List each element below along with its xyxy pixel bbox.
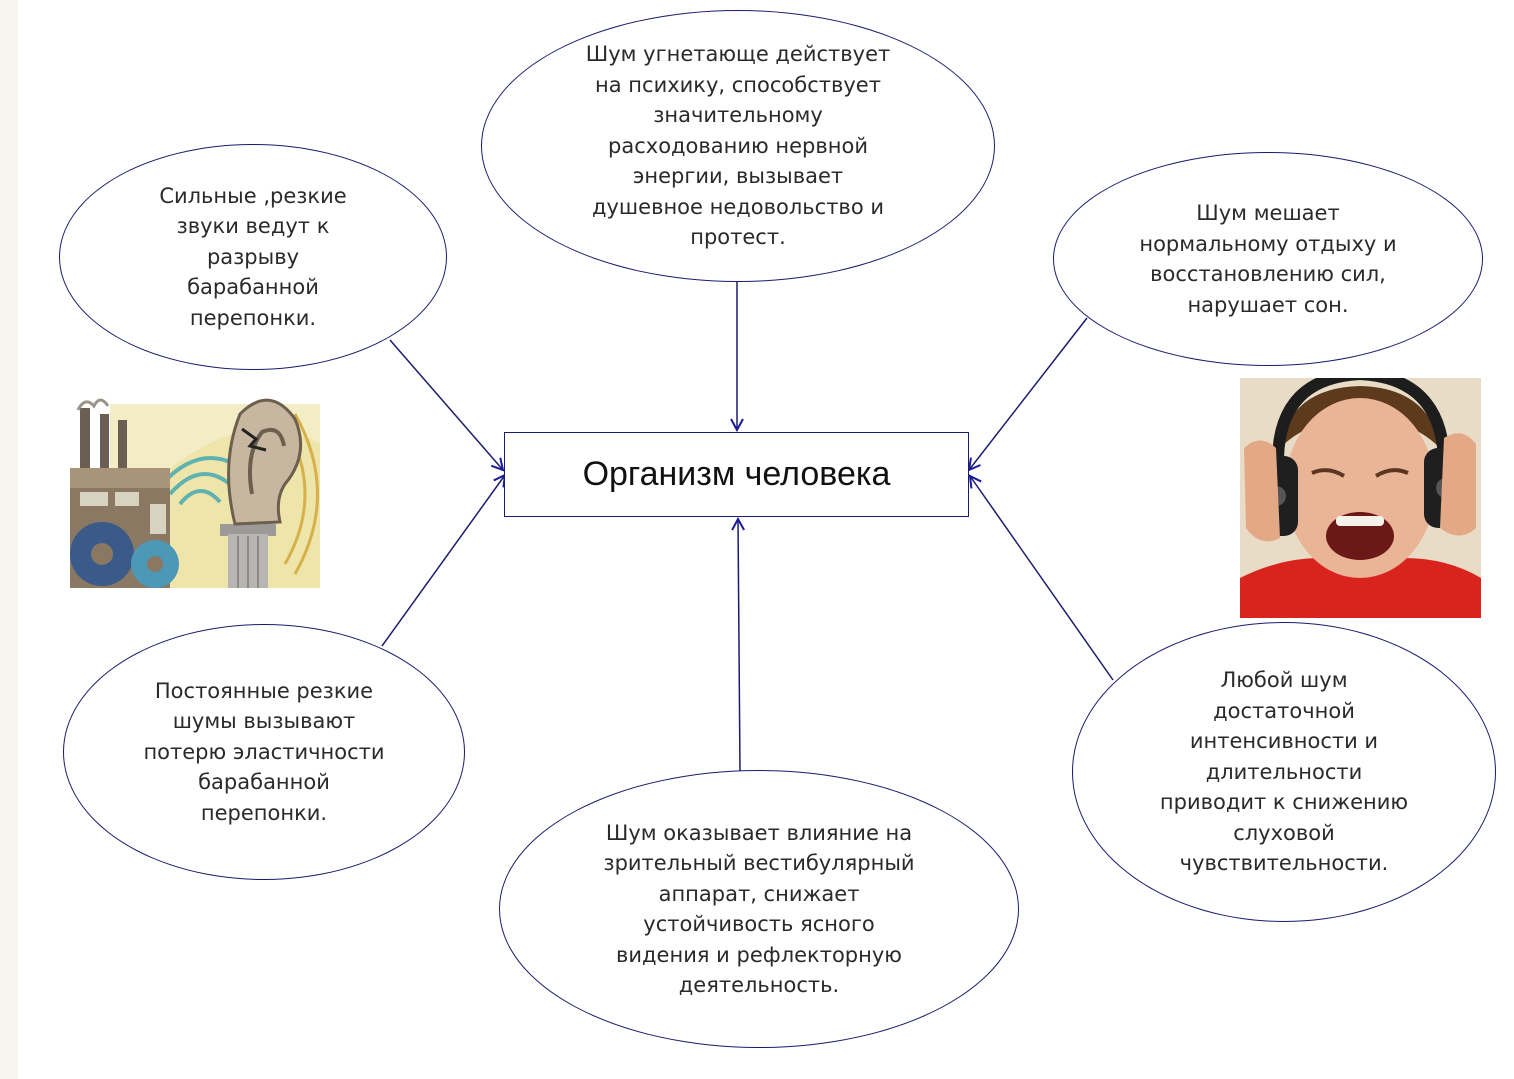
effect-text-top: Шум угнетающе действует на психику, спос… [585,42,891,250]
effect-text-lower-right: Любой шум достаточной интенсивности и дл… [1159,668,1409,876]
effect-node-bottom: Шум оказывает влияние на зрительный вест… [499,770,1019,1048]
effect-node-top: Шум угнетающе действует на психику, спос… [481,10,995,282]
arrow-lower-right [970,476,1114,681]
arrow-upper-left [389,339,503,470]
effect-node-upper-left: Сильные ,резкие звуки ведут к разрыву ба… [59,144,447,370]
effect-text-bottom: Шум оказывает влияние на зрительный вест… [603,820,915,998]
effect-text-lower-left: Постоянные резкие шумы вызывают потерю э… [143,678,385,825]
effect-text-upper-left: Сильные ,резкие звуки ведут к разрыву ба… [159,183,347,330]
arrow-bottom [738,519,740,773]
boy-with-headphones-photo [1240,378,1481,618]
arrow-lower-left [381,475,505,647]
arrow-upper-right [969,317,1088,470]
effect-node-lower-right: Любой шум достаточной интенсивности и дл… [1072,622,1496,922]
center-node: Организм человека [504,432,969,517]
effect-text-upper-right: Шум мешает нормальному отдыху и восстано… [1139,201,1397,317]
effect-node-upper-right: Шум мешает нормальному отдыху и восстано… [1053,152,1483,366]
effect-node-lower-left: Постоянные резкие шумы вызывают потерю э… [63,624,465,880]
factory-noise-ear-illustration [70,384,330,588]
center-node-label: Организм человека [582,455,891,493]
